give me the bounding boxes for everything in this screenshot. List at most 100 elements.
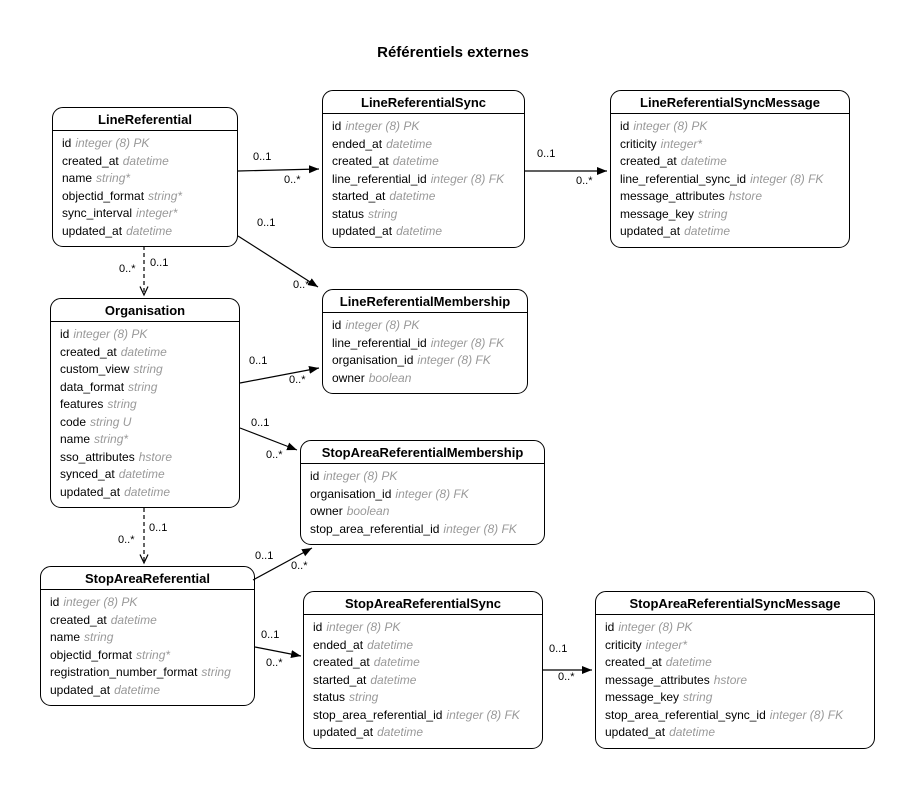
- cardinality-label: 0..1: [257, 217, 276, 229]
- field-type: string: [201, 665, 231, 679]
- entity-title: StopAreaReferentialSync: [304, 592, 542, 615]
- cardinality-label: 0..*: [289, 374, 306, 386]
- field-type: integer (8) PK: [75, 136, 150, 150]
- field-name: organisation_id: [310, 486, 392, 501]
- field-name: started_at: [313, 672, 367, 687]
- field-name: objectid_format: [50, 647, 133, 662]
- field-type: datetime: [386, 136, 433, 151]
- field-type: string*: [96, 171, 131, 185]
- field-type: integer (8) PK: [63, 595, 138, 609]
- field-name: updated_at: [60, 484, 121, 499]
- field-type: string*: [94, 432, 129, 446]
- field-type: datetime: [120, 344, 167, 359]
- field-name: updated_at: [313, 725, 374, 739]
- field-name: started_at: [332, 189, 386, 203]
- field-type: integer*: [660, 136, 703, 151]
- field-type: datetime: [370, 672, 417, 687]
- cardinality-label: 0..1: [249, 355, 268, 367]
- cardinality-label: 0..*: [291, 560, 308, 572]
- field-name: message_key: [620, 206, 695, 221]
- field-name: criticity: [605, 637, 642, 652]
- field-type: boolean: [346, 504, 390, 518]
- field-name: ended_at: [332, 136, 383, 151]
- field-type: datetime: [389, 189, 436, 203]
- field-type: datetime: [110, 612, 157, 627]
- field-type: integer (8) FK: [443, 521, 517, 536]
- diagram-title: Référentiels externes: [377, 44, 529, 61]
- field-name: name: [60, 432, 91, 446]
- cardinality-label: 0..*: [293, 279, 310, 291]
- field-type: string: [133, 362, 163, 376]
- field-name: message_attributes: [620, 189, 725, 203]
- field-type: integer (8) FK: [395, 486, 469, 501]
- field-type: integer (8) FK: [446, 707, 520, 722]
- field-type: string: [107, 397, 137, 411]
- field-type: datetime: [377, 725, 424, 739]
- field-name: id: [62, 136, 72, 150]
- field-name: updated_at: [62, 223, 123, 238]
- field-type: boolean: [368, 370, 412, 385]
- field-type: string: [683, 690, 713, 704]
- field-type: integer (8) PK: [618, 620, 693, 634]
- field-type: string: [349, 690, 379, 704]
- field-name: stop_area_referential_id: [310, 521, 440, 536]
- field-type: integer (8) PK: [633, 119, 708, 133]
- field-type: string: [698, 206, 728, 221]
- field-type: datetime: [665, 655, 712, 669]
- field-name: created_at: [62, 153, 119, 168]
- field-type: string*: [136, 647, 171, 662]
- field-name: line_referential_id: [332, 335, 427, 350]
- field-name: name: [50, 630, 81, 644]
- field-name: stop_area_referential_sync_id: [605, 707, 766, 722]
- field-type: datetime: [373, 655, 420, 669]
- field-type: datetime: [114, 682, 161, 697]
- entity-title: StopAreaReferentialMembership: [301, 441, 544, 464]
- field-type: hstore: [713, 672, 748, 687]
- field-type: datetime: [122, 153, 169, 168]
- cardinality-label: 0..*: [576, 175, 593, 187]
- field-name: id: [313, 620, 323, 634]
- field-type: datetime: [392, 154, 439, 168]
- field-name: updated_at: [50, 682, 111, 697]
- field-name: owner: [332, 370, 365, 385]
- field-type: integer (8) FK: [430, 171, 505, 186]
- cardinality-label: 0..*: [118, 534, 135, 546]
- field-name: ended_at: [313, 637, 364, 652]
- relation-line-referential-to-sync: [237, 165, 320, 174]
- field-name: id: [332, 318, 342, 332]
- cardinality-label: 0..1: [549, 643, 568, 655]
- field-name: name: [62, 171, 93, 185]
- field-name: id: [620, 119, 630, 133]
